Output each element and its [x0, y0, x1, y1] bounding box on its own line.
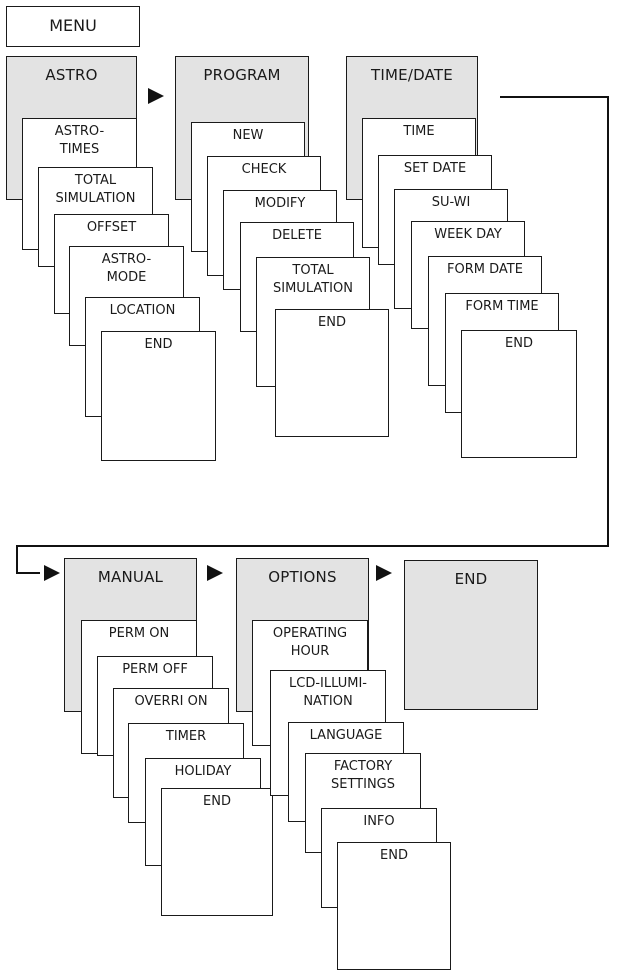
menu-item-manual-end-label: END: [203, 794, 231, 809]
menu-item-options-end-label: END: [380, 848, 408, 863]
menu-title-box: MENU: [6, 6, 140, 47]
final-end-box-label: END: [454, 570, 488, 588]
menu-item-astro-location-label: LOCATION: [109, 303, 176, 318]
final-end-box: END: [404, 560, 538, 710]
menu-item-astro-end-label: END: [144, 337, 173, 352]
group-time-date-label: TIME/DATE: [371, 66, 453, 84]
menu-item-astro-offset-label: OFFSET: [86, 220, 137, 235]
arrow-to-manual: [44, 565, 60, 581]
wrap-connector-line: [16, 96, 609, 574]
menu-item-options-lcd-illumi-nation-label: LCD-ILLUMI- NATION: [289, 676, 367, 710]
menu-item-astro-total-simulation-label: TOTAL SIMULATION: [55, 173, 136, 207]
menu-item-manual-perm-on-label: PERM ON: [108, 626, 170, 641]
menu-item-options-factory-settings-label: FACTORY SETTINGS: [330, 759, 395, 793]
menu-item-program-delete-label: DELETE: [272, 228, 322, 243]
menu-item-time-date-end-label: END: [505, 336, 533, 351]
menu-item-time-date-time-label: TIME: [403, 124, 435, 139]
group-program-label: PROGRAM: [203, 66, 281, 84]
menu-item-manual-timer-label: TIMER: [165, 729, 207, 744]
menu-item-time-date-form-time-label: FORM TIME: [465, 299, 539, 314]
menu-item-program-end-label: END: [318, 315, 346, 330]
menu-item-program-modify-label: MODIFY: [254, 196, 306, 211]
menu-item-astro-astro-times-label: ASTRO- TIMES: [54, 124, 105, 158]
menu-item-options-operating-hour-label: OPERATING HOUR: [272, 626, 348, 660]
group-options-label: OPTIONS: [268, 568, 337, 586]
menu-item-options-end: END: [337, 842, 451, 970]
menu-item-time-date-end: END: [461, 330, 577, 458]
menu-item-program-end: END: [275, 309, 389, 437]
arrow-options-to-end: [376, 565, 392, 581]
menu-item-time-date-form-date-label: FORM DATE: [447, 262, 523, 277]
menu-item-options-info-label: INFO: [363, 814, 395, 829]
menu-item-manual-holiday-label: HOLIDAY: [174, 764, 232, 779]
menu-item-options-language-label: LANGUAGE: [309, 728, 383, 743]
menu-item-manual-end: END: [161, 788, 273, 916]
arrow-astro-to-program: [148, 88, 164, 104]
group-manual-label: MANUAL: [97, 568, 164, 586]
menu-item-manual-overri-on-label: OVERRI ON: [134, 694, 208, 709]
menu-title: MENU: [49, 16, 97, 35]
menu-item-manual-perm-off-label: PERM OFF: [122, 662, 188, 677]
group-astro-label: ASTRO: [45, 66, 98, 84]
menu-item-program-total-simulation-label: TOTAL SIMULATION: [273, 263, 353, 297]
menu-item-time-date-set-date-label: SET DATE: [403, 161, 467, 176]
menu-item-program-new-label: NEW: [232, 128, 264, 143]
menu-item-astro-astro-mode-label: ASTRO- MODE: [101, 252, 152, 286]
arrow-manual-to-options: [207, 565, 223, 581]
menu-item-time-date-su-wi-label: SU-WI: [431, 195, 471, 210]
menu-item-time-date-week-day-label: WEEK DAY: [434, 227, 502, 242]
menu-item-astro-end: END: [101, 331, 216, 461]
menu-item-program-check-label: CHECK: [241, 162, 287, 177]
